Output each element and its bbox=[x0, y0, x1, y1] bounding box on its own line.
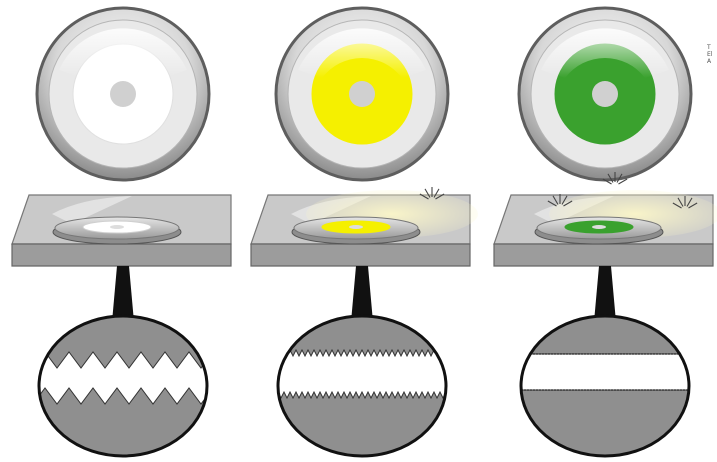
magnified-cross-section bbox=[272, 310, 452, 462]
specimen-slab bbox=[12, 195, 231, 266]
cross-section-fill bbox=[21, 310, 213, 462]
edge-caption-fragment: T El A bbox=[707, 44, 717, 65]
magnifier-pointer bbox=[351, 266, 373, 322]
specimen-slab bbox=[494, 172, 717, 266]
magnifier-pointer bbox=[112, 266, 134, 322]
slab-side bbox=[251, 244, 470, 266]
cross-section-fill bbox=[272, 310, 452, 462]
magnified-cross-section bbox=[21, 310, 213, 462]
stage-panel-white bbox=[12, 8, 231, 462]
slab-side bbox=[12, 244, 231, 266]
disc-hub bbox=[110, 81, 136, 107]
specimen-hub bbox=[110, 225, 124, 229]
specimen-hub bbox=[592, 225, 606, 229]
magnified-cross-section bbox=[515, 310, 695, 462]
lower-surface-profile bbox=[272, 392, 452, 462]
slab-side bbox=[494, 244, 713, 266]
stage-panel-green bbox=[494, 8, 717, 462]
lower-surface-profile bbox=[21, 388, 213, 462]
stage-panel-yellow bbox=[251, 8, 478, 462]
specimen-hub bbox=[349, 225, 363, 229]
disc-hub bbox=[349, 81, 375, 107]
white-disc-icon bbox=[37, 8, 209, 180]
magnifier-pointer bbox=[594, 266, 616, 322]
lower-surface-profile bbox=[515, 390, 695, 462]
specimen-slab bbox=[251, 187, 478, 266]
cross-section-fill bbox=[515, 310, 695, 462]
disc-hub bbox=[592, 81, 618, 107]
yellow-disc-icon bbox=[276, 8, 448, 180]
green-disc-icon bbox=[519, 8, 691, 180]
